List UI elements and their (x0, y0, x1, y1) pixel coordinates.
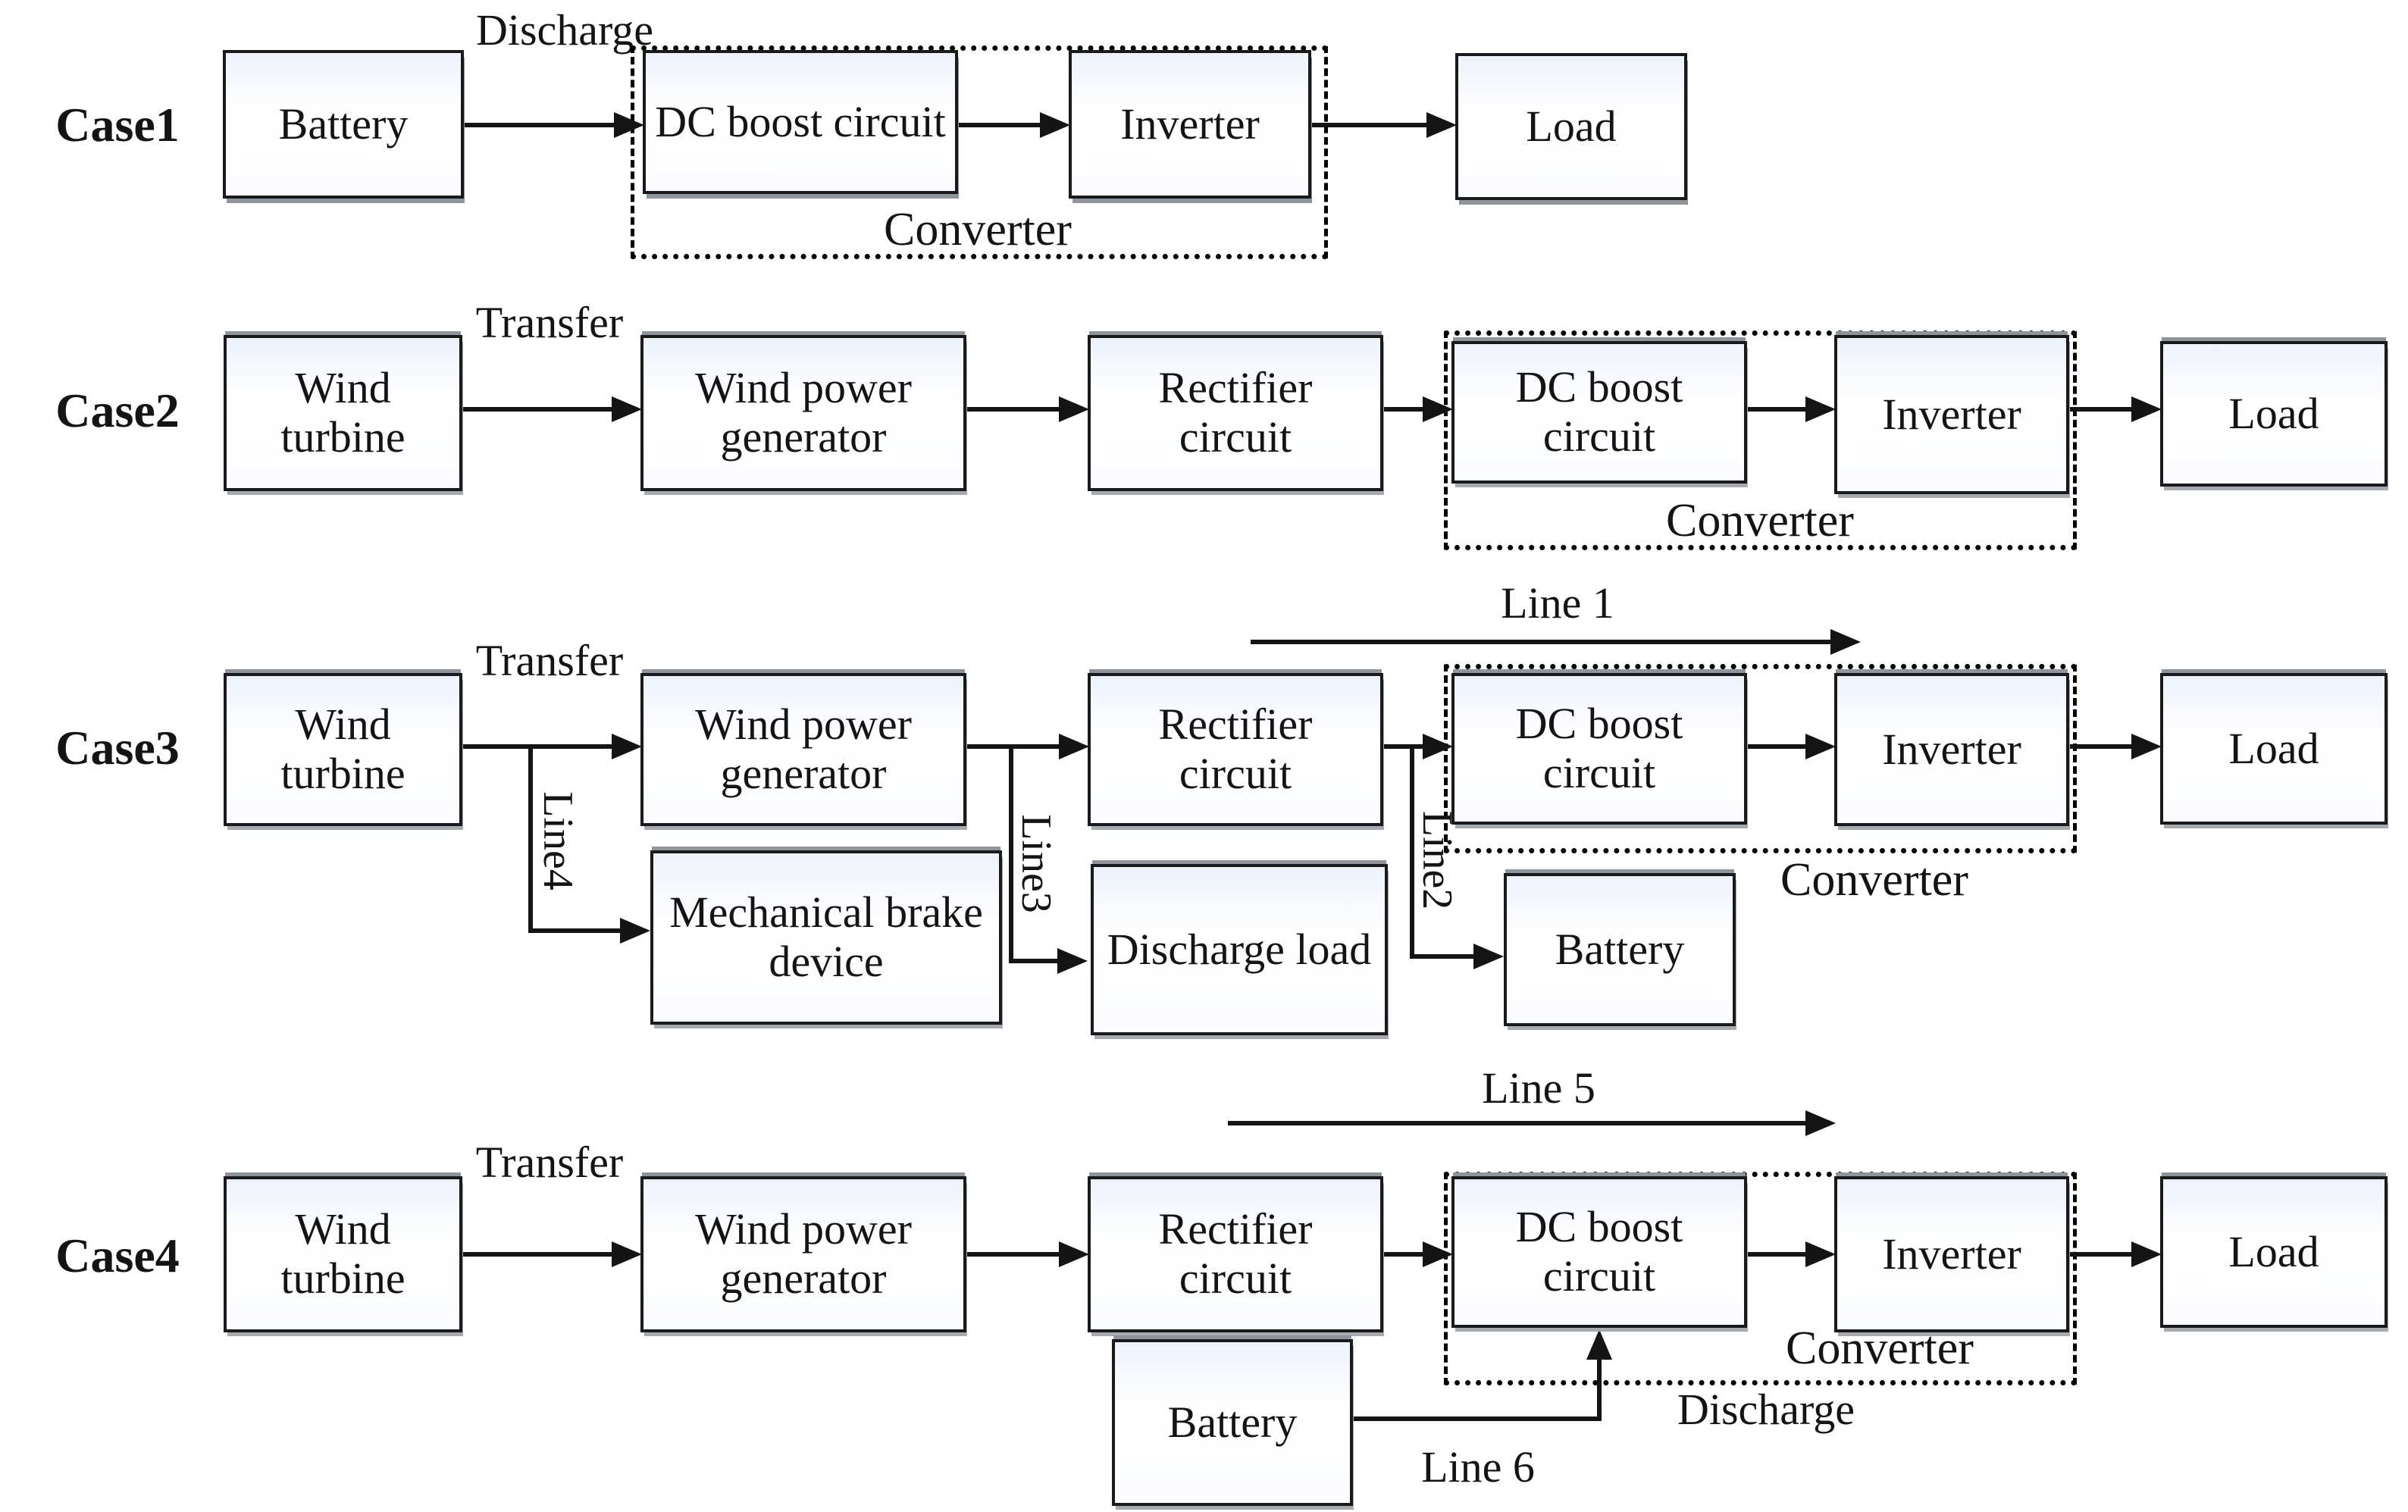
case3-line2-horizontal (1410, 954, 1475, 959)
case3-line1-arrow (1251, 640, 1830, 644)
case3-line4-vertical (528, 744, 533, 933)
case4-load-box: Load (2160, 1176, 2388, 1328)
case2-arrow-rectifier-to-dcboost (1383, 407, 1423, 412)
case2-transfer-label: Transfer (475, 298, 624, 347)
case1-arrow-dcboost-to-inverter (958, 123, 1040, 127)
case3-arrowhead-dcboost-to-inverter (1805, 734, 1836, 759)
case3-line3-label: Line3 (1013, 814, 1060, 913)
case3-arrow-inverter-to-load (2069, 744, 2131, 749)
case4-line6-arrowhead (1586, 1329, 1612, 1360)
case2-inverter-box: Inverter (1834, 335, 2069, 494)
case1-arrowhead-dcboost-to-inverter (1040, 112, 1070, 138)
case4-arrowhead-dcboost-to-inverter (1805, 1241, 1836, 1267)
case1-arrowhead-inverter-to-load (1426, 112, 1457, 138)
case4-arrow-rectifier-to-dcboost (1383, 1252, 1423, 1257)
case3-mechanical-brake-box: Mechanical brake device (650, 850, 1002, 1025)
case3-dc-boost-box: DC boost circuit (1451, 673, 1747, 825)
case4-line6-label: Line 6 (1421, 1442, 1535, 1492)
case4-transfer-label: Transfer (475, 1138, 624, 1187)
case3-line1-label: Line 1 (1501, 578, 1614, 628)
case4-arrowhead-inverter-to-load (2131, 1241, 2162, 1267)
case2-arrow-turbine-to-generator (462, 407, 612, 412)
case4-arrow-generator-to-rectifier (966, 1252, 1059, 1257)
case1-dc-boost-box: DC boost circuit (643, 50, 958, 194)
case3-arrowhead-inverter-to-load (2131, 734, 2162, 759)
case1-converter-label: Converter (884, 204, 1072, 255)
case3-arrow-rectifier-to-dcboost (1383, 744, 1423, 749)
case3-line4-horizontal (528, 928, 622, 933)
case4-arrowhead-turbine-to-generator (612, 1241, 642, 1267)
case3-line2-arrowhead (1473, 944, 1504, 969)
case3-rectifier-box: Rectifier circuit (1088, 673, 1383, 826)
case4-battery-box: Battery (1112, 1339, 1353, 1506)
case4-wind-turbine-box: Wind turbine (224, 1176, 462, 1332)
case2-arrowhead-turbine-to-generator (612, 396, 642, 422)
case3-load-box: Load (2160, 673, 2388, 825)
case2-converter-group-box (1444, 330, 2077, 550)
case3-arrowhead-generator-to-rectifier (1059, 734, 1089, 759)
case3-line4-label: Line4 (534, 791, 581, 891)
case1-arrowhead-battery-to-dcboost (614, 112, 644, 138)
case4-arrow-dcboost-to-inverter (1747, 1252, 1805, 1257)
case4-line6-horizontal (1353, 1417, 1602, 1421)
case3-arrow-turbine-to-generator (462, 744, 612, 749)
case3-converter-label: Converter (1780, 854, 1968, 906)
case4-arrow-inverter-to-load (2069, 1252, 2131, 1257)
case3-arrowhead-turbine-to-generator (612, 734, 642, 759)
case1-label: Case1 (55, 98, 180, 152)
case2-arrowhead-inverter-to-load (2131, 396, 2162, 422)
case1-battery-box: Battery (223, 50, 464, 199)
case1-inverter-box: Inverter (1069, 50, 1311, 199)
case3-arrowhead-rectifier-to-dcboost (1423, 734, 1453, 759)
case2-arrowhead-rectifier-to-dcboost (1423, 396, 1453, 422)
case3-wind-turbine-box: Wind turbine (224, 673, 462, 826)
case2-load-box: Load (2160, 341, 2388, 487)
case1-converter-group-box (631, 45, 1328, 259)
case3-label: Case3 (55, 721, 180, 775)
case1-discharge-label: Discharge (475, 5, 654, 55)
case3-line1-arrowhead (1830, 629, 1861, 655)
case4-arrowhead-generator-to-rectifier (1059, 1241, 1089, 1267)
case1-arrow-inverter-to-load (1311, 123, 1426, 127)
case2-rectifier-box: Rectifier circuit (1088, 335, 1383, 491)
case3-discharge-load-box: Discharge load (1091, 864, 1388, 1035)
case2-generator-box: Wind power generator (640, 335, 966, 491)
case4-line5-label: Line 5 (1482, 1063, 1595, 1113)
case3-line3-horizontal (1009, 959, 1059, 963)
case4-converter-label: Converter (1786, 1323, 1974, 1374)
case2-dc-boost-box: DC boost circuit (1451, 341, 1747, 484)
case1-load-box: Load (1455, 53, 1687, 200)
case3-line3-arrowhead (1057, 948, 1088, 974)
case3-transfer-label: Transfer (475, 636, 624, 685)
case3-line2-vertical (1410, 744, 1414, 959)
case3-generator-box: Wind power generator (640, 673, 966, 826)
case4-converter-group-box (1444, 1172, 2077, 1385)
case2-arrow-inverter-to-load (2069, 407, 2131, 412)
case3-line3-vertical (1009, 744, 1013, 963)
case3-inverter-box: Inverter (1834, 673, 2069, 826)
case2-wind-turbine-box: Wind turbine (224, 335, 462, 491)
case2-arrowhead-dcboost-to-inverter (1805, 396, 1836, 422)
case4-arrow-turbine-to-generator (462, 1252, 612, 1257)
case4-line6-vertical (1597, 1357, 1602, 1421)
case3-arrow-dcboost-to-inverter (1747, 744, 1805, 749)
case4-line5-arrowhead (1805, 1110, 1836, 1136)
case4-dc-boost-box: DC boost circuit (1451, 1176, 1747, 1328)
case4-rectifier-box: Rectifier circuit (1088, 1176, 1383, 1332)
case4-generator-box: Wind power generator (640, 1176, 966, 1332)
case3-line4-arrowhead (620, 918, 650, 944)
case4-inverter-box: Inverter (1834, 1176, 2069, 1332)
case3-battery-box: Battery (1504, 873, 1736, 1026)
case4-discharge-label: Discharge (1677, 1385, 1855, 1434)
case4-label: Case4 (55, 1229, 180, 1282)
case4-arrowhead-rectifier-to-dcboost (1423, 1241, 1453, 1267)
case2-arrow-generator-to-rectifier (966, 407, 1059, 412)
case2-arrowhead-generator-to-rectifier (1059, 396, 1089, 422)
case2-converter-label: Converter (1666, 495, 1854, 546)
case2-arrow-dcboost-to-inverter (1747, 407, 1805, 412)
case1-arrow-battery-to-dcboost (464, 123, 615, 127)
case2-label: Case2 (55, 383, 180, 437)
case4-line5-arrow (1228, 1121, 1805, 1125)
